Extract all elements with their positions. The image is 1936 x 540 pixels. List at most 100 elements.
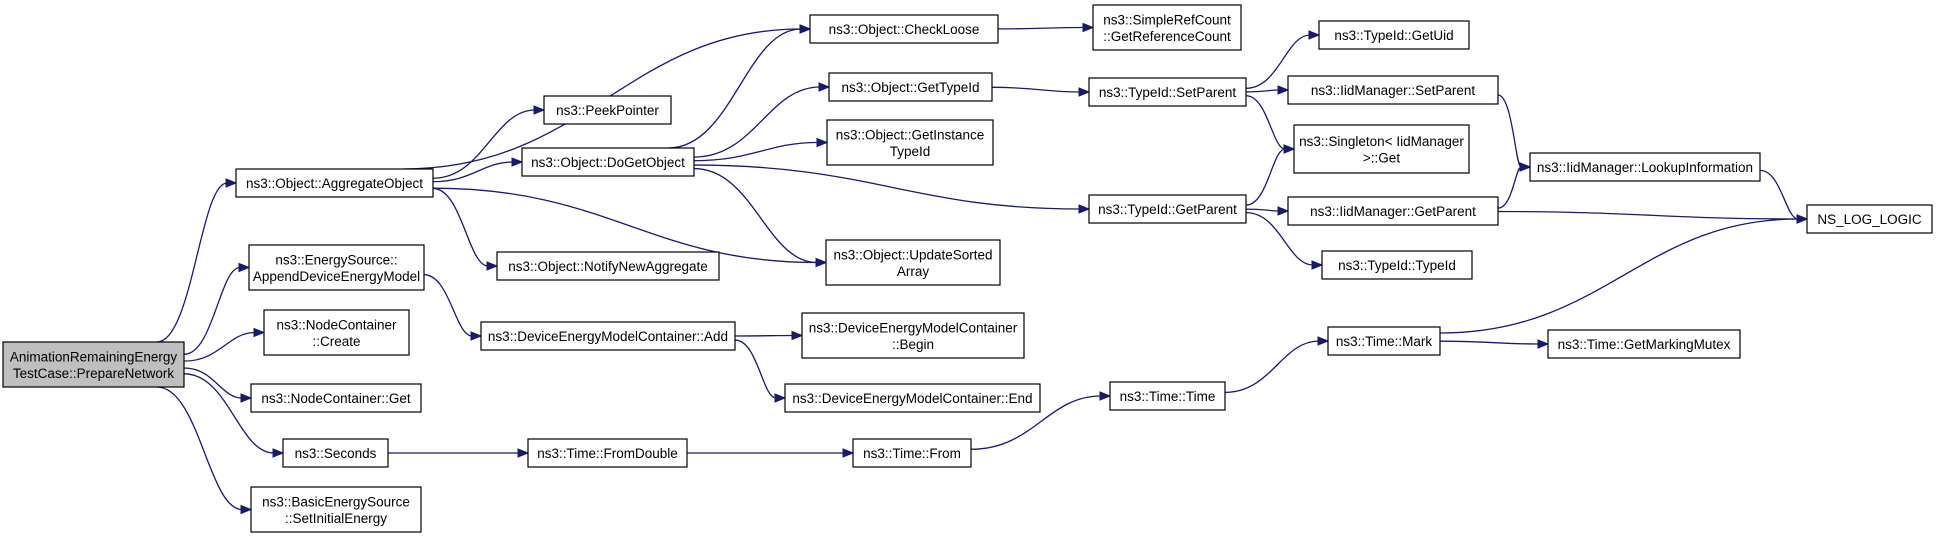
edge-line: [423, 274, 473, 337]
arrowhead-icon: [240, 393, 253, 403]
node-iidmanager-set-parent[interactable]: ns3::IidManager::SetParent: [1287, 75, 1499, 105]
node-time-from-double[interactable]: ns3::Time::FromDouble: [527, 438, 688, 468]
edge-line: [693, 167, 818, 264]
node-box: [825, 239, 1001, 286]
node-box: [1092, 4, 1242, 51]
node-box: [235, 168, 434, 198]
node-peek-pointer[interactable]: ns3::PeekPointer: [543, 95, 672, 125]
node-device-container-add[interactable]: ns3::DeviceEnergyModelContainer::Add: [480, 321, 736, 351]
node-label: ns3::DeviceEnergyModelContainer::Add: [488, 329, 728, 344]
node-do-get-object[interactable]: ns3::Object::DoGetObject: [521, 147, 695, 177]
node-ns-log-logic[interactable]: NS_LOG_LOGIC: [1806, 204, 1933, 234]
call-edge-prepare_network-to-set_initial_energy: [156, 386, 253, 515]
node-box: [1321, 250, 1473, 280]
arrowhead-icon: [815, 257, 828, 268]
arrowhead-icon: [791, 330, 804, 341]
edge-line: [1497, 94, 1522, 168]
node-typeid-get-uid[interactable]: ns3::TypeId::GetUid: [1318, 20, 1470, 50]
arrowhead-icon: [842, 448, 855, 458]
node-box: [1287, 75, 1499, 105]
node-singleton-get[interactable]: ns3::Singleton< IidManager>::Get: [1293, 124, 1470, 174]
edge-line: [183, 373, 275, 454]
node-lookup-information[interactable]: ns3::IidManager::LookupInformation: [1529, 152, 1761, 182]
node-label: ns3::TypeId::GetParent: [1098, 202, 1237, 217]
call-edge-time_time-to-time_mark: [1224, 336, 1330, 394]
call-edge-prepare_network-to-seconds: [183, 373, 285, 458]
node-box: [527, 438, 688, 468]
node-aggregate-object[interactable]: ns3::Object::AggregateObject: [235, 168, 434, 198]
node-box: [1327, 326, 1441, 356]
node-time-time[interactable]: ns3::Time::Time: [1109, 381, 1226, 411]
edge-line: [693, 141, 819, 162]
node-typeid-set-parent[interactable]: ns3::TypeId::SetParent: [1088, 77, 1247, 107]
node-label: ns3::EnergySource::: [275, 252, 397, 267]
arrowhead-icon: [818, 82, 831, 92]
arrowhead-icon: [253, 327, 266, 338]
edge-line: [668, 28, 802, 149]
edge-line: [1439, 218, 1799, 334]
node-label: ns3::BasicEnergySource: [262, 494, 410, 509]
edge-line: [156, 182, 228, 343]
node-time-from[interactable]: ns3::Time::From: [852, 438, 972, 468]
edge-line: [1245, 95, 1286, 150]
arrowhead-icon: [1078, 87, 1091, 97]
arrowhead-icon: [1537, 339, 1550, 349]
edge-line: [970, 395, 1102, 450]
node-label: ::Create: [312, 334, 360, 349]
edge-line: [693, 164, 1081, 210]
node-label: ns3::Time::Mark: [1336, 334, 1433, 349]
call-edge-do_get_object-to-get_instance_type_id: [693, 137, 829, 162]
edge-line: [1245, 89, 1280, 93]
node-typeid-get-parent[interactable]: ns3::TypeId::GetParent: [1088, 194, 1247, 224]
node-label: ns3::IidManager::SetParent: [1311, 83, 1476, 98]
node-label: ns3::Singleton< IidManager: [1299, 134, 1464, 149]
node-time-get-marking-mutex[interactable]: ns3::Time::GetMarkingMutex: [1547, 329, 1741, 359]
call-edge-get_type_id-to-typeid_set_parent: [991, 86, 1091, 97]
arrowhead-icon: [1308, 30, 1321, 40]
call-edge-seconds-to-time_from_double: [388, 448, 530, 458]
node-set-initial-energy[interactable]: ns3::BasicEnergySource::SetInitialEnergy: [250, 486, 422, 533]
node-node-container-create[interactable]: ns3::NodeContainer::Create: [263, 309, 410, 356]
call-edge-prepare_network-to-aggregate_object: [156, 178, 238, 343]
node-box: [1547, 329, 1741, 359]
edge-line: [1245, 212, 1314, 266]
node-time-mark[interactable]: ns3::Time::Mark: [1327, 326, 1441, 356]
node-label: ns3::Object::CheckLoose: [829, 22, 980, 37]
call-edge-aggregate_object-to-do_get_object: [432, 157, 524, 183]
node-box: [250, 383, 422, 413]
call-edge-time_from_double-to-time_from: [687, 448, 855, 458]
node-append-device-energy-model[interactable]: ns3::EnergySource::AppendDeviceEnergyMod…: [248, 244, 425, 291]
call-edge-prepare_network-to-node_container_get: [183, 367, 253, 403]
edge-line: [183, 367, 243, 399]
node-get-type-id[interactable]: ns3::Object::GetTypeId: [828, 72, 993, 102]
node-seconds[interactable]: ns3::Seconds: [282, 438, 389, 468]
node-box: [801, 312, 1025, 359]
node-label: ns3::IidManager::GetParent: [1310, 204, 1476, 219]
node-device-container-begin[interactable]: ns3::DeviceEnergyModelContainer::Begin: [801, 312, 1025, 359]
node-box: [809, 14, 999, 44]
node-check-loose[interactable]: ns3::Object::CheckLoose: [809, 14, 999, 44]
node-device-container-end[interactable]: ns3::DeviceEnergyModelContainer::End: [784, 383, 1041, 413]
node-box: [248, 244, 425, 291]
node-notify-new-aggregate[interactable]: ns3::Object::NotifyNewAggregate: [496, 251, 720, 281]
node-node-container-get[interactable]: ns3::NodeContainer::Get: [250, 383, 422, 413]
call-edge-do_get_object-to-typeid_get_parent: [693, 164, 1091, 214]
node-prepare-network[interactable]: AnimationRemainingEnergyTestCase::Prepar…: [2, 341, 185, 388]
call-edge-lookup_information-to-ns_log_logic: [1759, 169, 1809, 224]
node-typeid-typeid[interactable]: ns3::TypeId::TypeId: [1321, 250, 1473, 280]
node-label: ns3::Object::AggregateObject: [246, 176, 423, 191]
call-edge-time_from-to-time_time: [970, 391, 1112, 450]
node-iidmanager-get-parent[interactable]: ns3::IidManager::GetParent: [1287, 196, 1499, 226]
node-box: [543, 95, 672, 125]
node-box: [250, 486, 422, 533]
node-label: ns3::Time::GetMarkingMutex: [1558, 337, 1731, 352]
node-label: ns3::Object::GetInstance: [836, 127, 985, 142]
node-box: [828, 72, 993, 102]
node-box: [1806, 204, 1933, 234]
node-get-reference-count[interactable]: ns3::SimpleRefCount::GetReferenceCount: [1092, 4, 1242, 51]
arrowhead-icon: [1078, 204, 1091, 214]
node-box: [852, 438, 972, 468]
